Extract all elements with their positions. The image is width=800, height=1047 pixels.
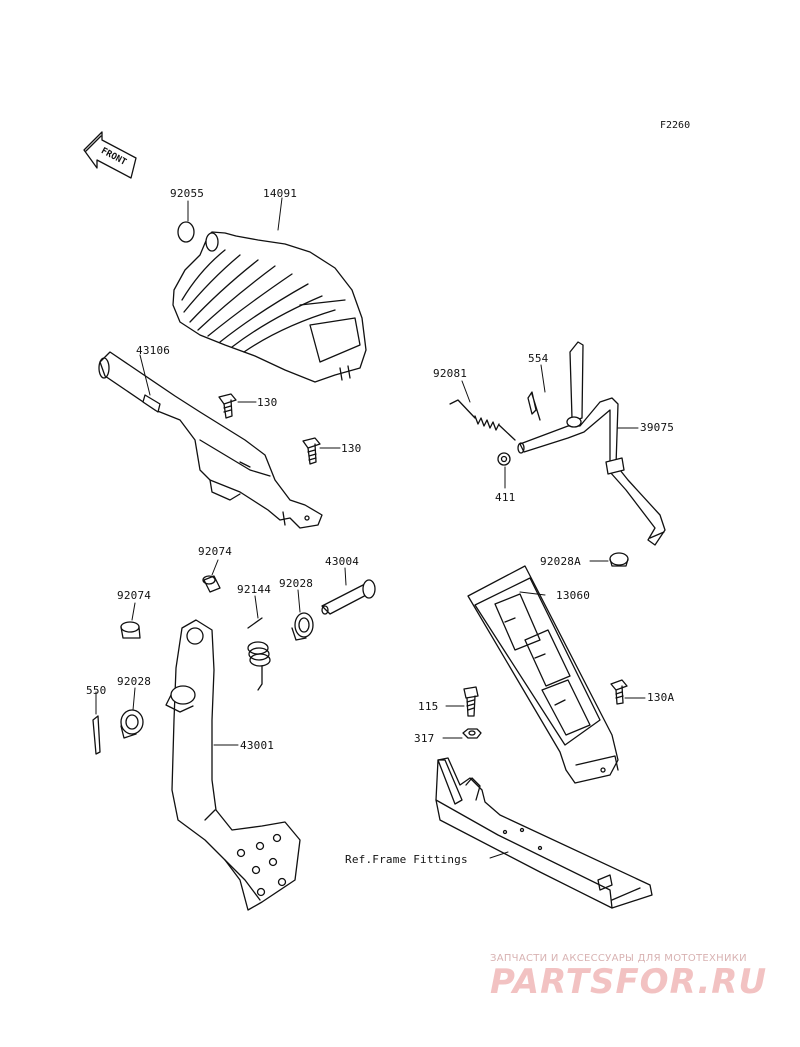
bracket-43106	[98, 351, 323, 529]
part-label-92028-lower: 92028	[117, 675, 152, 688]
rubber-stop-92074-upper	[202, 575, 221, 593]
bushing-92028-upper	[291, 612, 314, 641]
watermark-tagline: ЗАПЧАСТИ И АКСЕССУАРЫ ДЛЯ МОТОТЕХНИКИ	[490, 953, 747, 964]
part-label-13060: 13060	[556, 589, 591, 602]
part-label-317: 317	[414, 732, 435, 745]
front-arrow-icon	[83, 131, 137, 179]
bolt-130-upper	[218, 393, 237, 419]
part-label-92074-upper: 92074	[198, 545, 233, 558]
bolt-130A	[610, 679, 628, 705]
part-label-130A: 130A	[647, 691, 675, 704]
o-ring-92055	[177, 221, 195, 243]
bolt-115	[463, 686, 479, 717]
brake-pedal-43001	[165, 619, 301, 911]
cotter-pin-550	[92, 715, 101, 755]
part-label-92144: 92144	[237, 583, 272, 596]
ref-frame-fittings-label: Ref.Frame Fittings	[345, 853, 468, 866]
part-label-550: 550	[86, 684, 107, 697]
bolt-130-lower	[302, 437, 321, 465]
diagram-code: F2260	[660, 120, 691, 131]
shaft-39075	[517, 341, 666, 546]
part-label-92028-upper: 92028	[279, 577, 314, 590]
part-label-39075: 39075	[640, 421, 675, 434]
part-label-14091: 14091	[263, 187, 298, 200]
boot-cover-14091	[172, 231, 367, 383]
cotter-pin-554	[527, 391, 541, 421]
part-label-92028A: 92028A	[540, 555, 581, 568]
part-label-43106: 43106	[136, 344, 171, 357]
spring-92081	[449, 399, 516, 441]
part-label-92055: 92055	[170, 187, 205, 200]
rubber-stop-92074-left	[120, 621, 141, 639]
part-label-115: 115	[418, 700, 439, 713]
washer-411	[497, 452, 511, 466]
part-label-411: 411	[495, 491, 516, 504]
pin-43004	[321, 579, 376, 615]
nut-317	[462, 728, 482, 739]
part-label-130-upper: 130	[257, 396, 278, 409]
bushing-92028-lower	[120, 709, 144, 739]
frame-fittings	[435, 757, 653, 909]
part-label-43004: 43004	[325, 555, 360, 568]
bushing-92028A	[609, 552, 629, 567]
part-label-130-lower: 130	[341, 442, 362, 455]
part-label-43001: 43001	[240, 739, 275, 752]
watermark-logo: PARTSFOR.RU	[490, 962, 768, 1002]
part-label-92074-left: 92074	[117, 589, 152, 602]
plate-13060	[467, 565, 619, 784]
torsion-spring-92144	[247, 617, 271, 691]
part-label-92081: 92081	[433, 367, 468, 380]
part-label-554: 554	[528, 352, 549, 365]
